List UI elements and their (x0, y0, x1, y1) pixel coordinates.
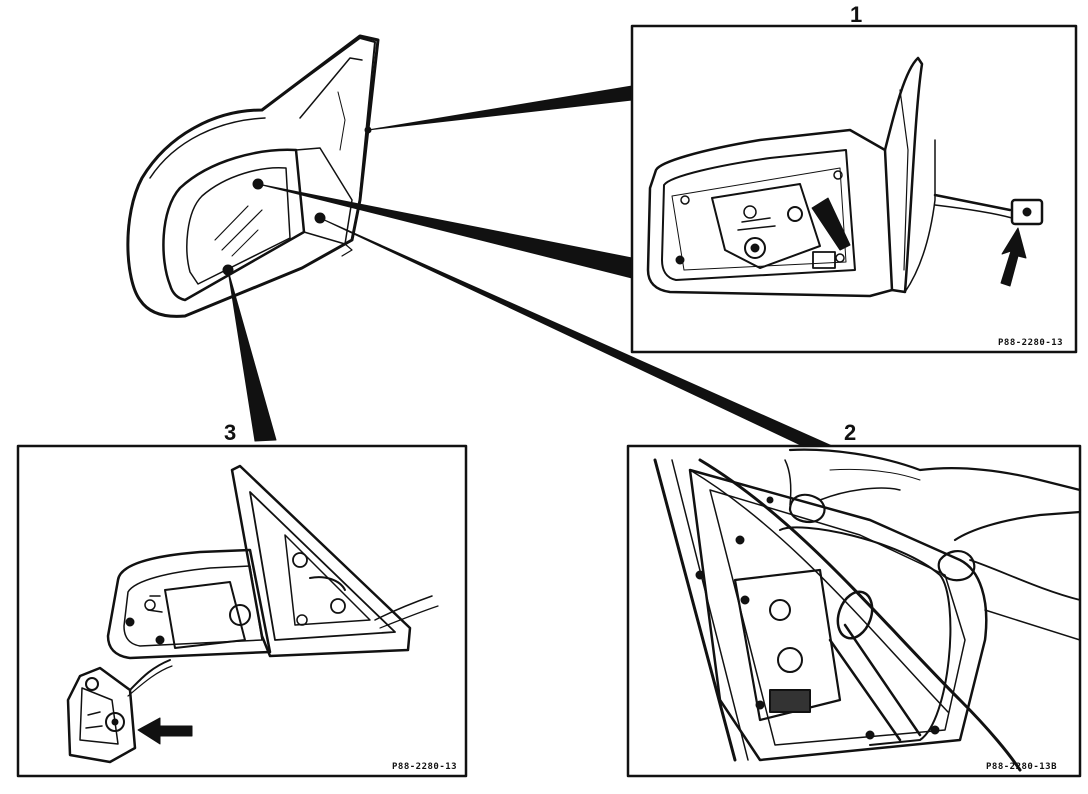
figure-ref-2: P88-2280-13B (986, 762, 1058, 772)
detail-panel-1 (630, 24, 1078, 354)
mirror-overview (126, 34, 380, 318)
figure-ref-3: P88-2280-13 (392, 762, 458, 772)
detail-panel-3 (16, 444, 468, 778)
detail-panel-2 (626, 444, 1082, 778)
figure-ref-1: P88-2280-13 (998, 338, 1064, 348)
callout-number-2: 2 (844, 420, 857, 445)
callout-number-1: 1 (850, 2, 863, 27)
callout-number-3: 3 (224, 420, 237, 445)
